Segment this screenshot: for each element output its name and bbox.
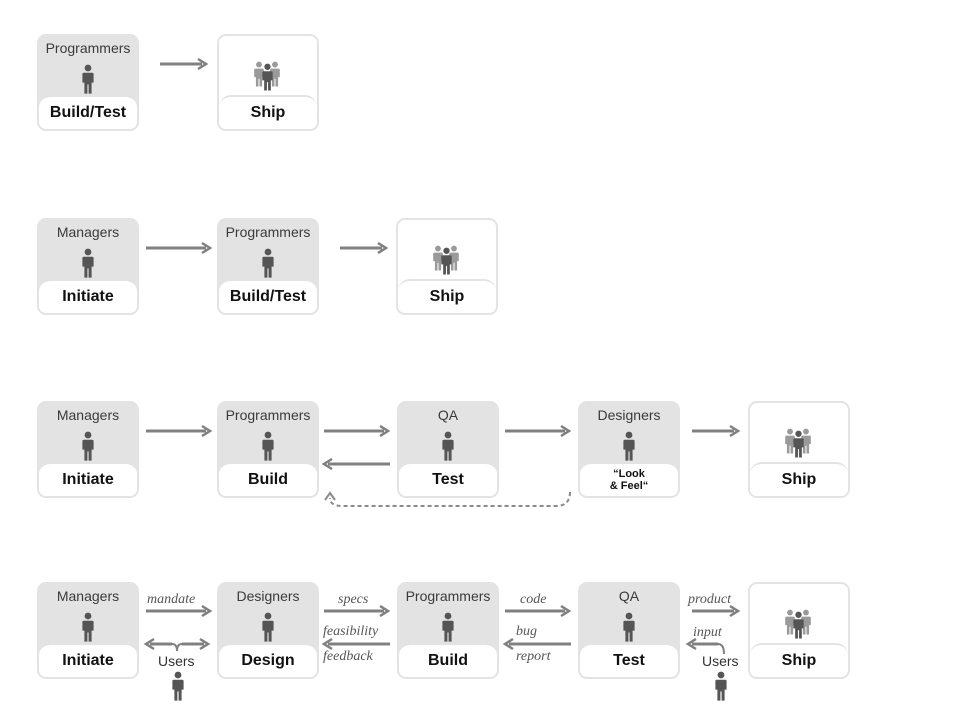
arrow-right-icon — [160, 57, 209, 71]
build-test-stage-label: Build/Test — [39, 95, 137, 129]
designers-role-label: Designers — [597, 407, 661, 423]
row4-ship-box: Ship — [748, 582, 850, 679]
arrow-right-icon — [340, 241, 389, 255]
row4-designers-box: Designers Design — [217, 582, 319, 679]
build-stage-label: Build — [219, 462, 317, 496]
initiate-stage-label: Initiate — [39, 279, 137, 313]
arrow-right-icon — [692, 604, 741, 618]
managers-role-label: Managers — [56, 224, 120, 240]
arrow-left-icon — [502, 637, 571, 651]
test-stage-label: Test — [580, 643, 678, 677]
report-label: report — [516, 649, 551, 664]
person-icon — [261, 431, 275, 461]
ship-stage-label: Ship — [750, 643, 848, 677]
row1-ship-box: Ship — [217, 34, 319, 131]
specs-label: specs — [338, 592, 369, 607]
bug-label: bug — [516, 624, 537, 639]
row2-managers-box: Managers Initiate — [37, 218, 139, 315]
qa-role-label: QA — [618, 588, 640, 604]
arrow-left-icon — [321, 637, 390, 651]
ship-stage-label: Ship — [219, 95, 317, 129]
code-label: code — [520, 592, 547, 607]
users-group-icon — [785, 428, 811, 458]
input-label: input — [693, 625, 722, 640]
row3-programmers-box: Programmers Build — [217, 401, 319, 498]
product-label: product — [688, 592, 732, 607]
arrow-right-icon — [505, 424, 572, 438]
programmers-role-label: Programmers — [225, 224, 311, 240]
person-icon — [81, 431, 95, 461]
person-icon — [81, 612, 95, 642]
programmers-role-label: Programmers — [225, 407, 311, 423]
user-person-icon — [171, 671, 185, 701]
arrow-right-icon — [146, 424, 213, 438]
users-right-label: Users — [702, 653, 739, 669]
arrow-right-icon — [324, 604, 391, 618]
row3-ship-box: Ship — [748, 401, 850, 498]
feedback-label: feedback — [323, 649, 373, 664]
mandate-label: mandate — [147, 592, 196, 607]
row4-programmers-box: Programmers Build — [397, 582, 499, 679]
qa-role-label: QA — [437, 407, 459, 423]
programmers-role-label: Programmers — [45, 40, 131, 56]
test-stage-label: Test — [399, 462, 497, 496]
person-icon — [81, 64, 95, 94]
build-test-stage-label: Build/Test — [219, 279, 317, 313]
ship-stage-label: Ship — [750, 462, 848, 496]
row3-qa-box: QA Test — [397, 401, 499, 498]
row1-programmers-box: Programmers Build/Test — [37, 34, 139, 131]
feasibility-label: feasibility — [323, 624, 379, 639]
arrow-right-icon — [324, 424, 391, 438]
person-icon — [622, 612, 636, 642]
users-group-icon — [254, 61, 280, 91]
arrow-right-icon — [505, 604, 572, 618]
row4-qa-box: QA Test — [578, 582, 680, 679]
person-icon — [441, 431, 455, 461]
users-group-icon — [433, 245, 459, 275]
programmers-role-label: Programmers — [405, 588, 491, 604]
row3-managers-box: Managers Initiate — [37, 401, 139, 498]
managers-role-label: Managers — [56, 407, 120, 423]
person-icon — [441, 612, 455, 642]
row2-programmers-box: Programmers Build/Test — [217, 218, 319, 315]
person-icon — [81, 248, 95, 278]
input-arrow-icon — [685, 638, 725, 655]
ship-stage-label: Ship — [398, 279, 496, 313]
arrow-right-icon — [146, 604, 213, 618]
arrow-left-icon — [321, 457, 390, 471]
initiate-stage-label: Initiate — [39, 462, 137, 496]
initiate-stage-label: Initiate — [39, 643, 137, 677]
row3-designers-box: Designers “Look & Feel“ — [578, 401, 680, 498]
row2-ship-box: Ship — [396, 218, 498, 315]
dashed-feedback-arrow-icon — [324, 491, 571, 507]
users-bracket-arrows-icon — [143, 637, 211, 652]
look-and-feel-stage-label: “Look & Feel“ — [580, 462, 678, 496]
person-icon — [261, 248, 275, 278]
row4-managers-box: Managers Initiate — [37, 582, 139, 679]
design-stage-label: Design — [219, 643, 317, 677]
managers-role-label: Managers — [56, 588, 120, 604]
person-icon — [261, 612, 275, 642]
person-icon — [622, 431, 636, 461]
arrow-right-icon — [692, 424, 741, 438]
users-left-label: Users — [158, 653, 195, 669]
user-person-icon — [714, 671, 728, 701]
arrow-right-icon — [146, 241, 213, 255]
build-stage-label: Build — [399, 643, 497, 677]
users-group-icon — [785, 609, 811, 639]
designers-role-label: Designers — [236, 588, 300, 604]
